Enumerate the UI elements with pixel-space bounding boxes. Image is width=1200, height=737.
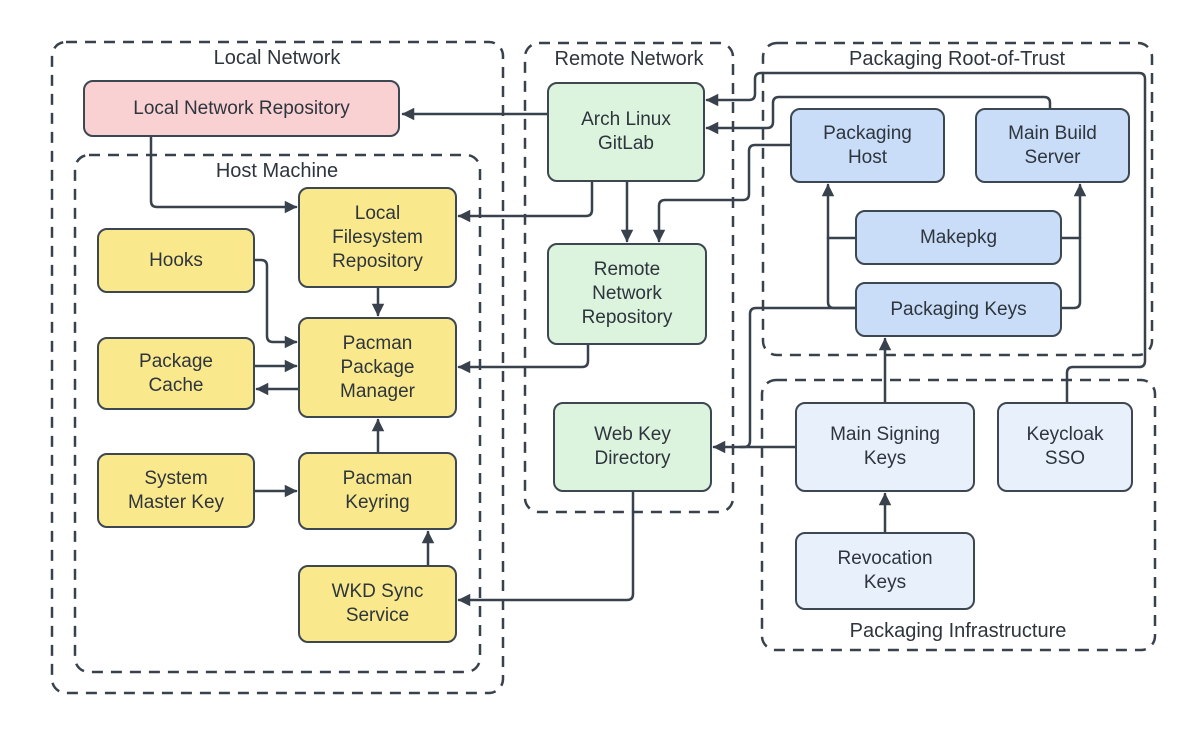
edge-packaging-keys-to-packaging-host [821,183,857,310]
node-pacman-package-manager: Pacman Package Manager [298,317,457,418]
node-package-cache: Package Cache [97,337,255,410]
edge-packaging-host-to-remote-network-repository [652,143,792,243]
node-hooks: Hooks [97,228,255,293]
node-wkd-sync-service: WKD Sync Service [298,565,457,643]
node-web-key-directory: Web Key Directory [553,402,712,492]
edge-packaging-keys-to-web-key-directory [738,306,857,449]
edge-gitlab-to-local-filesystem-repository [457,180,594,223]
node-remote-network-repository: Remote Network Repository [547,243,707,345]
node-main-signing-keys: Main Signing Keys [795,402,975,492]
group-label-packaging-infrastructure: Packaging Infrastructure [849,620,1067,642]
group-local-network-border [50,40,505,695]
edge-hooks-to-pacman [253,258,298,349]
edge-local-network-repository-to-local-filesystem-repository [149,135,298,214]
node-keycloak-sso: Keycloak SSO [997,402,1133,492]
group-label-remote-network: Remote Network [554,48,704,70]
group-label-packaging-root-of-trust: Packaging Root-of-Trust [848,48,1065,70]
node-packaging-keys: Packaging Keys [855,282,1062,337]
node-main-build-server: Main Build Server [975,108,1130,183]
node-local-network-repository: Local Network Repository [83,80,400,137]
edge-web-key-directory-to-wkd-sync [457,490,635,607]
node-arch-linux-gitlab: Arch Linux GitLab [547,82,705,182]
group-packaging-root-of-trust-border [761,41,1154,357]
node-system-master-key: System Master Key [97,453,255,528]
edge-packaging-keys-to-main-build-server [1060,183,1087,310]
group-label-local-network: Local Network [213,47,341,69]
edge-keycloak-to-gitlab [705,71,1147,404]
group-remote-network-border [523,41,735,514]
node-pacman-keyring: Pacman Keyring [298,452,457,530]
node-makepkg: Makepkg [855,210,1062,265]
edge-remote-network-repository-to-pacman [457,343,590,374]
group-label-host-machine: Host Machine [215,160,339,182]
edge-main-build-server-to-gitlab [705,95,1052,135]
node-packaging-host: Packaging Host [790,108,945,183]
node-local-filesystem-repository: Local Filesystem Repository [298,187,457,288]
node-revocation-keys: Revocation Keys [795,532,975,610]
